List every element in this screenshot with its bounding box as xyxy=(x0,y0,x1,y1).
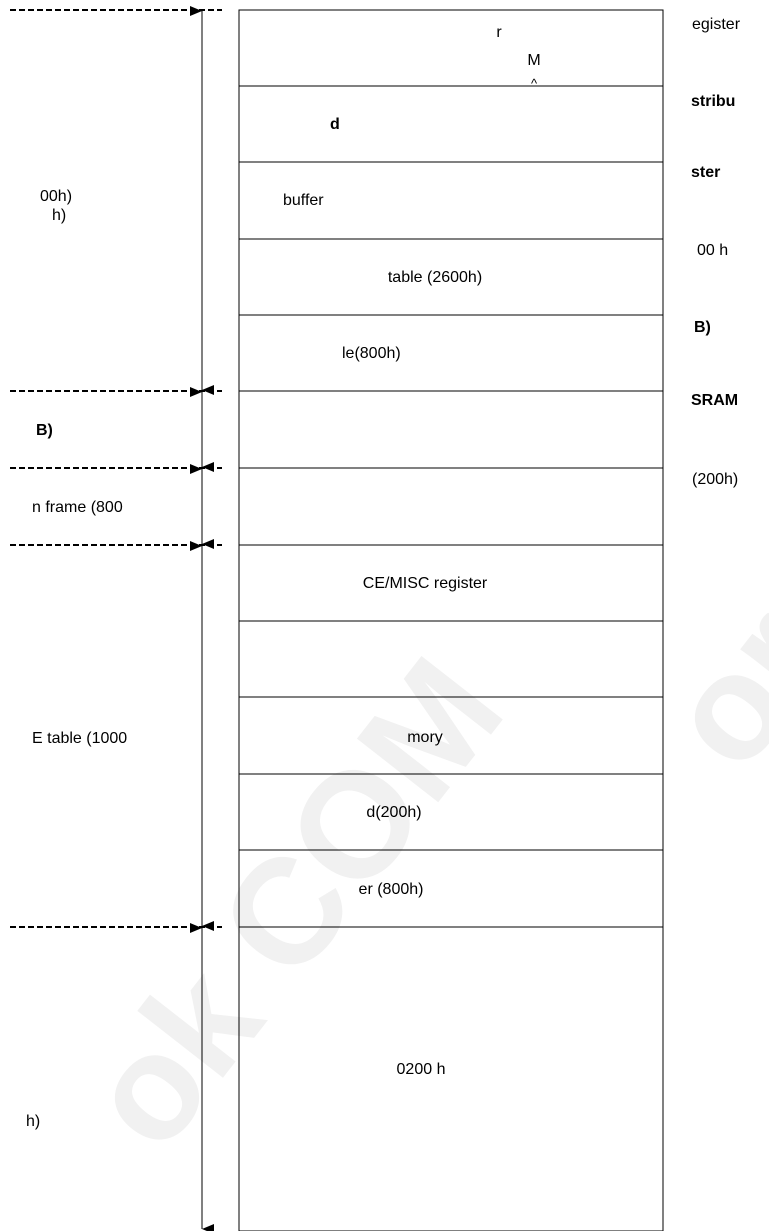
right-label-distribution: stribu xyxy=(691,93,736,110)
left-label-region-1-b: h) xyxy=(52,207,67,224)
block-5-label: le(800h) xyxy=(342,345,401,362)
right-label-address: 00 h xyxy=(697,242,729,259)
right-label-sram: SRAM xyxy=(691,392,739,409)
right-label-register-2: ster xyxy=(691,164,721,181)
block-4-label: table (2600h) xyxy=(387,269,483,286)
block-10-label: mory xyxy=(407,729,443,746)
block-11-label: d(200h) xyxy=(366,804,422,821)
block-13-label: 0200 h xyxy=(396,1061,446,1078)
right-label-register: egister xyxy=(692,16,741,33)
block-1-label-line-1: r xyxy=(496,24,502,41)
block-1-label-line-3: ^ xyxy=(530,76,538,91)
left-label-region-3: n frame (800 xyxy=(32,499,123,516)
right-label-size: B) xyxy=(694,319,711,336)
block-dividers xyxy=(239,85,663,928)
right-label-size-2: (200h) xyxy=(692,471,739,488)
block-8-label: CE/MISC register xyxy=(362,575,488,592)
block-12-label: er (800h) xyxy=(358,881,424,898)
block-2-label: d xyxy=(330,116,340,133)
block-3-label: buffer xyxy=(283,192,324,209)
left-label-region-4: E table (1000 xyxy=(32,730,128,747)
block-1-label-line-2: M xyxy=(527,52,541,69)
left-label-region-2: B) xyxy=(36,422,53,439)
left-label-region-1-a: 00h) xyxy=(40,188,73,205)
left-label-region-5: h) xyxy=(26,1113,41,1130)
region-boundaries xyxy=(10,9,222,928)
